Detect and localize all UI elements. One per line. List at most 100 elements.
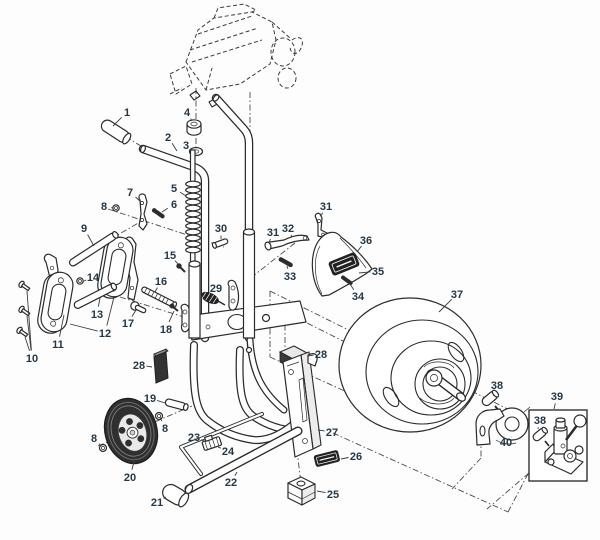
callout-23: 23 xyxy=(188,432,200,444)
callout-31: 31 xyxy=(320,201,332,213)
spring-coil xyxy=(185,222,201,230)
spring-coil xyxy=(185,234,201,242)
leader-line-14 xyxy=(83,279,87,282)
leader-line-35 xyxy=(358,271,371,274)
flat-screw-10 xyxy=(16,326,29,338)
callout-3: 3 xyxy=(183,140,189,152)
pad-28-left xyxy=(153,348,169,384)
screw-6 xyxy=(151,208,165,219)
foot-25 xyxy=(287,476,316,506)
leader-line-10 xyxy=(26,290,32,351)
front-leg-assembly xyxy=(162,412,303,508)
callout-30: 30 xyxy=(215,223,227,235)
callout-21: 21 xyxy=(151,497,163,509)
callout-24: 24 xyxy=(222,446,235,458)
nut-14 xyxy=(76,277,84,285)
spring-5 xyxy=(185,180,201,254)
flat-screw-10 xyxy=(18,280,31,292)
rod-9 xyxy=(68,231,119,267)
rear-leg-assembly xyxy=(278,345,340,506)
leader-line-4 xyxy=(190,118,193,122)
leader-line-9 xyxy=(87,234,95,247)
callout-10: 10 xyxy=(26,353,38,365)
callout-8: 8 xyxy=(162,423,168,435)
spring-coil xyxy=(185,192,201,200)
leader-line-10 xyxy=(24,336,31,352)
fender-assembly xyxy=(311,231,373,297)
callout-22: 22 xyxy=(225,477,237,489)
wheel-20 xyxy=(103,397,159,465)
callout-28: 28 xyxy=(133,360,145,372)
leader-line-23 xyxy=(200,439,205,442)
leader-line-10 xyxy=(26,315,32,351)
nut-8 xyxy=(154,411,164,421)
callout-8: 8 xyxy=(101,201,107,213)
callout-16: 16 xyxy=(155,276,167,288)
leader-line-22 xyxy=(234,471,238,476)
spring-coil xyxy=(185,204,201,212)
callout-29: 29 xyxy=(210,283,222,295)
slide-sleeves xyxy=(188,228,256,339)
leg-27 xyxy=(282,354,314,458)
fender-label-35 xyxy=(328,252,360,276)
callout-6: 6 xyxy=(171,199,177,211)
leader-line-24 xyxy=(217,446,222,449)
wheel-large-37 xyxy=(338,297,482,433)
leader-line-6 xyxy=(161,207,169,213)
callout-26: 26 xyxy=(350,451,362,463)
knob-17 xyxy=(130,301,147,314)
knob-38 xyxy=(481,389,500,407)
leader-line-7 xyxy=(135,196,142,203)
spring-coil xyxy=(185,246,201,254)
handle-grip-1 xyxy=(100,119,132,145)
label-26 xyxy=(313,450,340,467)
latch-plate xyxy=(227,279,240,311)
pump-lever xyxy=(565,423,579,441)
rod-13 xyxy=(73,282,118,309)
leader-line-39 xyxy=(553,403,556,410)
leg-hook-flange xyxy=(307,353,318,367)
spring-coil xyxy=(185,228,201,236)
lever-ball xyxy=(573,414,587,428)
leader-line-31 xyxy=(320,212,324,217)
callout-40: 40 xyxy=(500,437,512,449)
callout-13: 13 xyxy=(91,309,103,321)
callout-37: 37 xyxy=(451,289,463,301)
rim-slot xyxy=(447,341,465,363)
spring-coil xyxy=(185,180,201,188)
leader-line-34 xyxy=(349,283,355,291)
leader-line-28 xyxy=(146,365,153,368)
leader-line-25 xyxy=(316,490,326,494)
leader-line-17 xyxy=(131,309,137,317)
nut-8 xyxy=(112,204,120,212)
rim-slot xyxy=(382,386,400,408)
foot-21 xyxy=(162,483,190,508)
spring-coil xyxy=(185,240,201,248)
leader-line-8 xyxy=(159,416,163,422)
leader-line-38 xyxy=(491,390,493,393)
callout-2: 2 xyxy=(165,132,171,144)
rear-sleeve xyxy=(242,231,256,339)
bracket-7 xyxy=(138,193,148,231)
callout-4: 4 xyxy=(184,107,191,119)
leader-line-18 xyxy=(168,310,175,323)
machine-phantom xyxy=(169,3,303,108)
spring-coil xyxy=(185,210,201,218)
callout-11: 11 xyxy=(52,339,64,351)
callout-18: 18 xyxy=(160,324,172,336)
slide-assembly xyxy=(112,149,229,273)
oval-pad-12-left xyxy=(37,271,74,334)
callout-31: 31 xyxy=(267,227,279,239)
callout-36: 36 xyxy=(360,235,372,247)
callout-7: 7 xyxy=(127,187,133,199)
hook-assembly xyxy=(475,389,531,446)
spring-coil xyxy=(185,216,201,224)
leader-line-26 xyxy=(340,457,349,460)
pump-assembly-39 xyxy=(544,414,587,475)
leader-line-37 xyxy=(438,298,453,313)
leader-line-21 xyxy=(163,496,167,499)
leader-line-20 xyxy=(131,457,136,470)
